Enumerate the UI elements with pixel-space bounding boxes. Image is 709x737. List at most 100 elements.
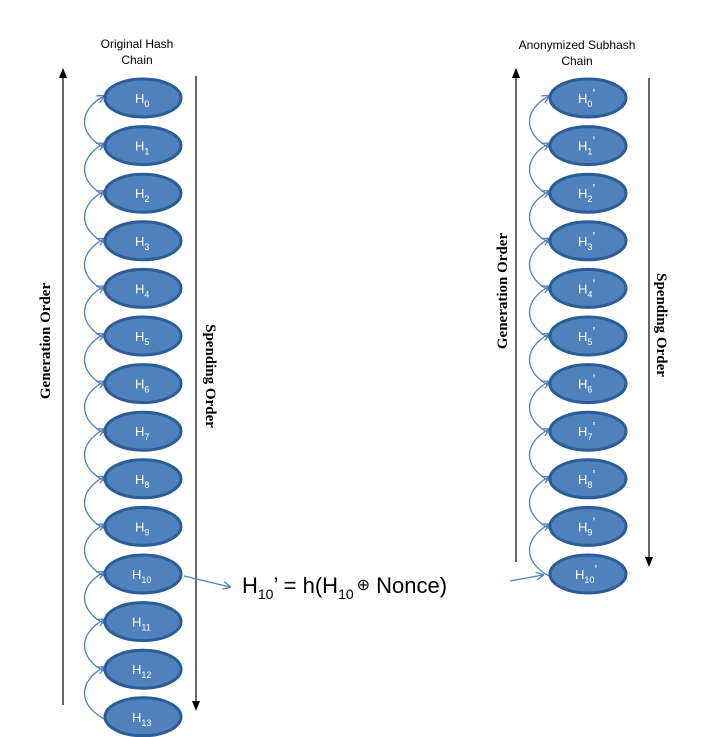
right-chain-title-line2: Chain	[561, 54, 592, 68]
left-chain-connectors	[83, 96, 105, 720]
chain-link-arrow	[528, 239, 550, 291]
chain-link-arrow	[528, 382, 550, 434]
right-chain-node-5: H5’	[548, 315, 628, 357]
hash-node-shape	[548, 458, 628, 500]
hash-node-label: H3	[135, 234, 149, 252]
hash-node-shape	[103, 505, 183, 547]
hash-node-label: H8	[135, 472, 149, 490]
hash-node-shape	[103, 553, 183, 595]
hash-node-shape	[548, 553, 628, 595]
left-spending-order-label: Spending Order	[202, 324, 218, 428]
hash-node-label: H10	[132, 567, 151, 585]
anonymization-formula: H10’ = h(H10⊕ Nonce)	[242, 573, 447, 602]
chain-link-arrow	[528, 286, 550, 339]
chain-link-arrow	[83, 477, 105, 529]
right-generation-order-label: Generation Order	[495, 233, 511, 350]
left-chain-node-2: H2	[103, 172, 183, 214]
hash-node-label: H2	[135, 186, 149, 204]
left-chain-node-7: H7	[103, 410, 183, 452]
hash-node-label: H7’	[578, 419, 595, 442]
hash-node-label: H12	[132, 662, 151, 680]
left-chain-title-line1: Original Hash	[101, 37, 174, 51]
left-chain-node-1: H1	[103, 125, 183, 167]
hash-node-shape	[103, 172, 183, 214]
chain-link-arrow	[528, 334, 550, 387]
hash-node-shape	[103, 125, 183, 167]
hash-node-shape	[103, 315, 183, 357]
right-chain-node-2: H2’	[548, 172, 628, 214]
hash-node-shape	[548, 410, 628, 452]
hash-node-label: H1’	[578, 134, 595, 157]
hash-node-shape	[103, 601, 183, 643]
right-chain-node-8: H8’	[548, 458, 628, 500]
hash-node-label: H4	[135, 281, 149, 299]
chain-link-arrow	[83, 144, 105, 196]
hash-node-label: H1	[135, 139, 149, 157]
chain-link-arrow	[83, 382, 105, 434]
chain-link-arrow	[528, 191, 550, 244]
hash-node-label: H10’	[575, 562, 597, 585]
hash-node-label: H6’	[578, 372, 595, 395]
left-generation-order-label: Generation Order	[38, 283, 54, 400]
right-chain-node-7: H7’	[548, 410, 628, 452]
hash-node-label: H0	[135, 91, 149, 109]
hash-node-label: H2’	[578, 181, 595, 204]
hash-node-label: H5’	[578, 324, 595, 347]
hash-node-shape	[548, 125, 628, 167]
chain-link-arrow	[83, 524, 105, 577]
chain-link-arrow	[528, 144, 550, 196]
chain-link-arrow	[528, 429, 550, 482]
hash-node-label: H13	[132, 710, 151, 728]
hash-node-shape	[548, 267, 628, 309]
right-chain-node-4: H4’	[548, 267, 628, 309]
hash-node-label: H4’	[578, 276, 595, 299]
hash-node-label: H6	[135, 377, 149, 395]
hash-node-shape	[103, 410, 183, 452]
hash-node-shape	[548, 505, 628, 547]
hash-node-shape	[103, 363, 183, 405]
right-chain-node-3: H3’	[548, 220, 628, 262]
hash-node-shape	[103, 696, 183, 737]
left-chain-node-3: H3	[103, 220, 183, 262]
formula-lhs-base: H	[242, 573, 258, 598]
right-chain-node-0: H0’	[548, 77, 628, 119]
left-chain-node-11: H11	[103, 601, 183, 643]
right-chain-connectors	[528, 96, 550, 577]
right-chain-node-1: H1’	[548, 125, 628, 167]
left-chain-node-0: H0	[103, 77, 183, 119]
formula-lhs-sub: 10	[258, 586, 274, 602]
left-chain-node-12: H12	[103, 648, 183, 690]
hash-node-label: H8’	[578, 467, 595, 490]
right-chain-node-10: H10’	[548, 553, 628, 595]
chain-link-arrow	[83, 620, 105, 672]
chain-link-arrow	[83, 96, 105, 149]
hash-node-shape	[103, 458, 183, 500]
hash-node-shape	[548, 220, 628, 262]
chain-link-arrow	[83, 667, 105, 720]
formula-lhs-rest: ’ = h(H	[273, 573, 338, 598]
hash-node-shape	[103, 77, 183, 119]
formula-rhs-rest: Nonce)	[370, 573, 447, 598]
left-chain-node-8: H8	[103, 458, 183, 500]
hash-node-shape	[548, 172, 628, 214]
right-chain-node-9: H9’	[548, 505, 628, 547]
hash-node-shape	[103, 648, 183, 690]
right-chain-title-line1: Anonymized Subhash	[519, 38, 636, 52]
right-spending-order-label: Spending Order	[653, 273, 669, 377]
hash-node-label: H11	[132, 615, 151, 633]
chain-link-arrow	[528, 524, 550, 577]
chain-link-arrow	[83, 239, 105, 291]
hash-node-shape	[548, 363, 628, 405]
formula-to-h10-prime-arrow	[509, 575, 543, 582]
left-chain-node-9: H9	[103, 505, 183, 547]
hash-node-label: H3’	[578, 229, 595, 252]
xor-operator: ⊕	[357, 577, 370, 594]
left-chain-title-line2: Chain	[121, 53, 152, 67]
left-chain-node-6: H6	[103, 363, 183, 405]
chain-link-arrow	[83, 572, 105, 625]
right-chain-nodes: H0’ H1’ H2’ H3’ H4’ H5’ H6’ H7’ H8’ H9’ H10’	[548, 77, 628, 595]
left-chain-node-10: H10	[103, 553, 183, 595]
right-chain-node-6: H6’	[548, 363, 628, 405]
